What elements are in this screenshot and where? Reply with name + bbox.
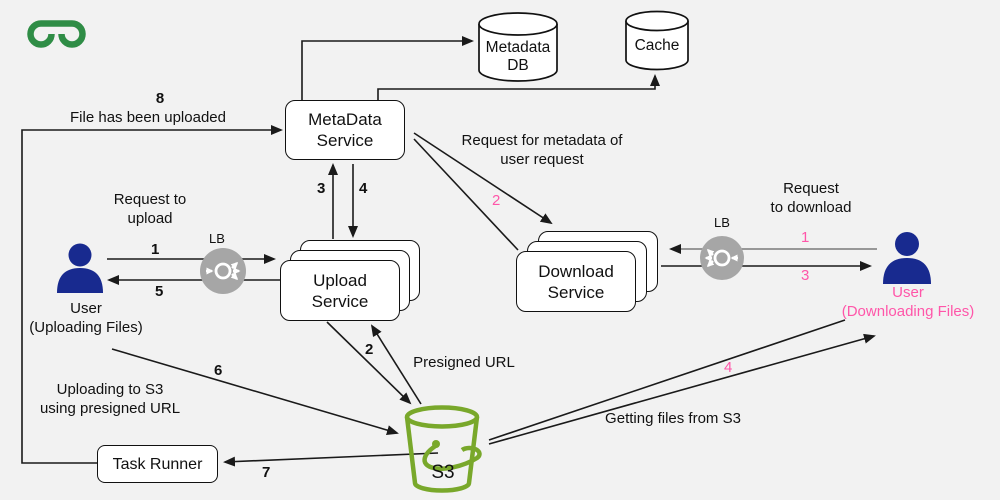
request-metadata-line2: user request <box>500 151 584 168</box>
step2-black-number: 2 <box>365 341 374 358</box>
metadata-db-label-line1: Metadata <box>486 39 551 56</box>
request-to-download-label: Request to download <box>771 179 852 217</box>
request-metadata-line1: Request for metadata of <box>461 132 623 149</box>
step3-right-number: 3 <box>801 267 810 284</box>
user-uploading-label-line2: (Uploading Files) <box>29 319 143 336</box>
step8-number: 8 <box>155 90 165 107</box>
edge-uploadservice-to-s3 <box>326 321 412 405</box>
user-downloading-label-line2: (Downloading Files) <box>841 303 975 320</box>
step3-number: 3 <box>317 180 326 197</box>
presigned-url-label: Presigned URL <box>413 354 515 371</box>
step2-pink-number: 2 <box>492 192 501 209</box>
edge-step2-s3-to-uploadservice <box>370 324 422 405</box>
cache-label: Cache <box>635 37 680 54</box>
download-service-label-line2: Service <box>547 282 605 302</box>
edge-step8-taskrunner-to-metadataservice <box>21 125 283 464</box>
upload-service-label-line1: Upload <box>313 270 367 290</box>
user-uploading-icon <box>57 243 103 293</box>
user-downloading-icon <box>883 232 931 284</box>
load-balancer-right-icon <box>700 236 744 280</box>
geeksforgeeks-logo-icon <box>27 20 86 48</box>
metadata-db-label-line2: DB <box>507 57 529 74</box>
uploading-s3-line2: using presigned URL <box>39 400 181 417</box>
step5-left-number: 5 <box>155 283 164 300</box>
edge-step7-s3-to-taskrunner <box>223 452 439 467</box>
s3-bucket-handle <box>422 443 482 471</box>
upload-service-node: Upload Service <box>280 260 400 321</box>
task-runner-label: Task Runner <box>112 455 203 473</box>
step1-left-number: 1 <box>151 241 160 258</box>
edge-metadataservice-to-metadatadb <box>301 36 474 100</box>
step6-number: 6 <box>214 362 223 379</box>
request-to-download-line2: to download <box>770 199 852 216</box>
load-balancer-left-icon <box>200 248 246 294</box>
cache-cylinder: Cache <box>625 10 689 71</box>
metadata-service-label-line1: MetaData <box>308 110 382 129</box>
request-to-upload-line2: upload <box>127 210 173 227</box>
s3-label: S3 <box>431 462 454 483</box>
edge-step6-user-to-s3 <box>111 348 399 435</box>
metadata-db-cylinder: Metadata DB <box>478 12 558 82</box>
step4-number: 4 <box>359 180 368 197</box>
edge-user-to-s3-request <box>488 319 846 441</box>
metadata-service-label-line2: Service <box>316 131 374 150</box>
request-to-upload-line1: Request to <box>113 191 187 208</box>
user-uploading-label: User (Uploading Files) <box>29 299 142 337</box>
user-downloading-label-line1: User <box>892 284 924 301</box>
download-service-label-line1: Download <box>538 261 614 281</box>
metadata-service-node: MetaData Service <box>285 100 405 160</box>
step8-text: File has been uploaded <box>70 109 226 126</box>
getting-files-label: Getting files from S3 <box>605 410 741 427</box>
uploading-s3-line1: Uploading to S3 <box>56 381 164 398</box>
edge-metadataservice-to-cache <box>377 74 660 100</box>
step7-number: 7 <box>262 464 271 481</box>
edge-step4-s3-to-user <box>488 333 876 445</box>
user-uploading-label-line1: User <box>70 300 102 317</box>
task-runner-node: Task Runner <box>97 445 218 483</box>
request-to-upload-label: Request to upload <box>114 190 187 228</box>
lb-left-label: LB <box>209 231 225 246</box>
request-metadata-label: Request for metadata of user request <box>462 131 623 169</box>
user-downloading-label: User (Downloading Files) <box>842 283 975 321</box>
step1-right-number: 1 <box>801 229 810 246</box>
s3-bucket-icon <box>404 405 482 493</box>
edge-downloadservice-to-metadataservice <box>413 138 519 251</box>
edge-metadataservice-to-downloadservice <box>413 132 553 225</box>
download-service-node: Download Service <box>516 251 636 312</box>
lb-right-label: LB <box>714 215 730 230</box>
upload-service-label-line2: Service <box>311 291 369 311</box>
request-to-download-line1: Request <box>783 180 839 197</box>
uploading-s3-label: Uploading to S3 using presigned URL <box>40 380 180 418</box>
step4-pink-number: 4 <box>724 359 733 376</box>
